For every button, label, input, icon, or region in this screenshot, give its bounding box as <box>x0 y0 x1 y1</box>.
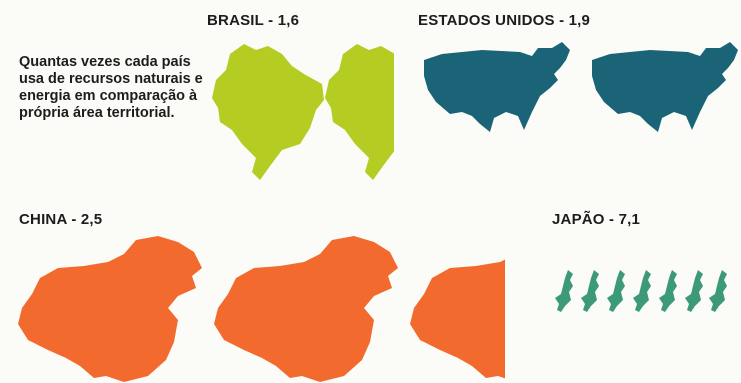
china-map-2 <box>214 236 398 382</box>
japan-map-2 <box>581 270 599 312</box>
japan-map-5 <box>659 270 677 312</box>
japan-map-3 <box>607 270 625 312</box>
usa-maps <box>424 42 738 132</box>
country-value-china: 2,5 <box>80 211 103 228</box>
usa-map-2 <box>592 42 738 132</box>
japan-map-1 <box>555 270 573 312</box>
label-brasil: BRASIL - 1,6 <box>207 12 299 29</box>
japan-map-4 <box>633 270 651 312</box>
japan-map-6 <box>685 270 703 312</box>
brasil-maps <box>212 44 394 180</box>
country-name-china: CHINA <box>19 211 67 228</box>
china-map-1 <box>18 236 202 382</box>
brasil-map-1 <box>212 44 324 180</box>
separator: - <box>604 211 619 228</box>
country-value-japao: 7,1 <box>618 211 641 228</box>
label-japao: JAPÃO - 7,1 <box>552 211 640 228</box>
separator: - <box>66 211 81 228</box>
label-china: CHINA - 2,5 <box>19 211 102 228</box>
japan-maps <box>555 270 727 312</box>
description-text: Quantas vezes cada país usa de recursos … <box>19 54 203 121</box>
country-value-estados-unidos: 1,9 <box>568 12 591 29</box>
country-value-brasil: 1,6 <box>277 12 300 29</box>
label-estados-unidos: ESTADOS UNIDOS - 1,9 <box>418 12 590 29</box>
brasil-map-2-partial <box>325 44 394 180</box>
china-map-3-partial <box>410 236 505 382</box>
china-maps <box>18 236 505 382</box>
separator: - <box>554 12 569 29</box>
japan-map-7 <box>709 270 727 312</box>
country-name-estados-unidos: ESTADOS UNIDOS <box>418 12 555 29</box>
usa-map-1 <box>424 42 570 132</box>
country-name-japao: JAPÃO <box>552 211 605 228</box>
separator: - <box>263 12 278 29</box>
country-name-brasil: BRASIL <box>207 12 264 29</box>
